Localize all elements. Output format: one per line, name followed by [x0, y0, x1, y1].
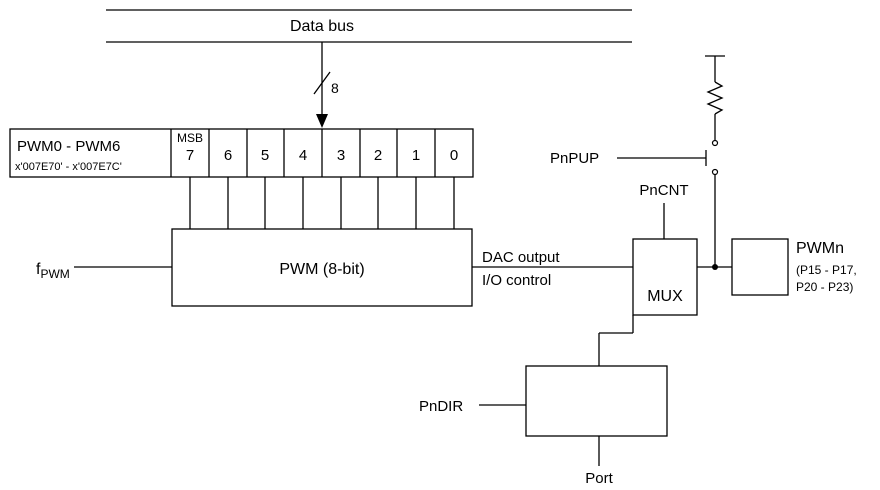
dac-output-label: DAC output [482, 249, 560, 266]
bit-5: 5 [261, 147, 269, 164]
mux: MUX PnCNT [632, 182, 698, 316]
pullup-resistor-icon [706, 81, 724, 115]
bit-6: 6 [224, 147, 232, 164]
arrow-head-icon [316, 114, 328, 128]
bit-1: 1 [412, 147, 420, 164]
port-label: Port [585, 470, 613, 487]
clock-input: fPWM [36, 261, 172, 281]
bus-width-label: 8 [331, 80, 339, 96]
pin: PWMn (P15 - P17, P20 - P23) [731, 238, 857, 296]
bus-arrow: 8 [313, 42, 339, 128]
clock-base: f [36, 261, 41, 278]
register-pwm-connections [189, 177, 455, 229]
pnpup-label: PnPUP [550, 150, 599, 167]
register: PWM0 - PWM6 x'007E70' - x'007E7C' MSB 7 … [9, 128, 474, 178]
direction-block [525, 365, 668, 437]
clock-subscript: PWM [40, 267, 69, 281]
pullup-network: PnPUP [550, 55, 725, 267]
data-bus-label: Data bus [290, 18, 354, 35]
bit-2: 2 [374, 147, 382, 164]
pwm-block: PWM (8-bit) [171, 228, 473, 307]
bus-width-slash [313, 71, 331, 95]
mux-label: MUX [647, 288, 683, 305]
register-address: x'007E70' - x'007E7C' [15, 161, 122, 173]
pin-ports-line2: P20 - P23) [796, 280, 853, 294]
pndir-label: PnDIR [419, 398, 463, 415]
bit-4: 4 [299, 147, 307, 164]
bit-3: 3 [337, 147, 345, 164]
bit-7: 7 [186, 147, 194, 164]
pin-name: PWMn [796, 240, 844, 257]
msb-label: MSB [177, 131, 203, 145]
direction-control: PnDIR Port [419, 315, 668, 487]
pin-ports-line1: (P15 - P17, [796, 263, 857, 277]
register-name: PWM0 - PWM6 [17, 138, 120, 155]
clock-input-label: fPWM [36, 261, 70, 281]
pwm-block-label: PWM (8-bit) [279, 261, 364, 278]
dac-signal: DAC output I/O control [472, 249, 633, 289]
bit-0: 0 [450, 147, 458, 164]
data-bus: Data bus [106, 9, 632, 43]
io-control-label: I/O control [482, 272, 551, 289]
pncnt-label: PnCNT [639, 182, 688, 199]
